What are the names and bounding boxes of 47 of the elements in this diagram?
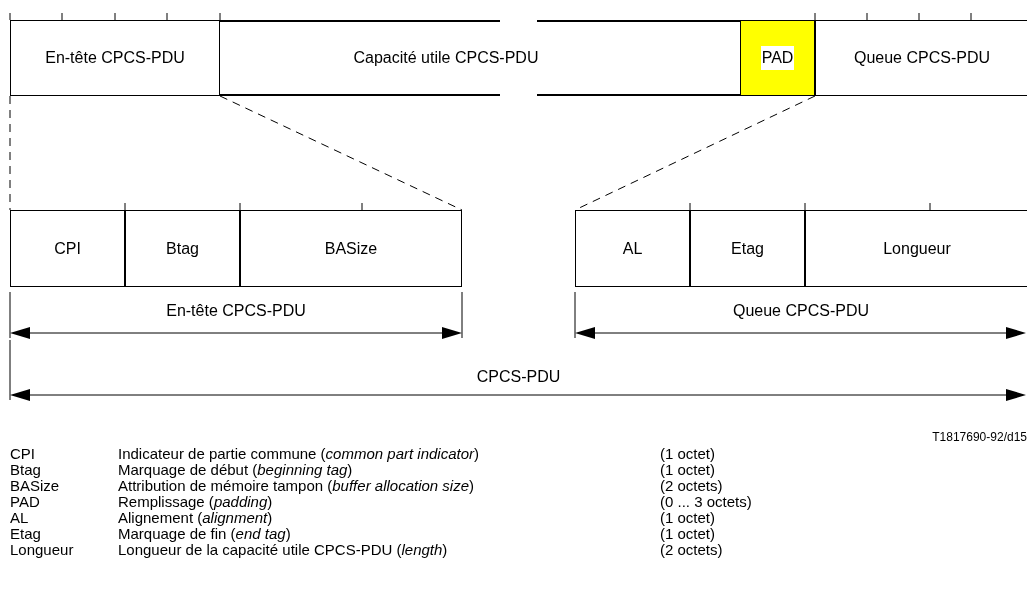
field-label: En-tête CPCS-PDU — [45, 48, 185, 68]
field-box — [10, 20, 220, 96]
abbreviation: CPI — [10, 446, 36, 462]
field-label: Queue CPCS-PDU — [853, 48, 990, 68]
definition: Attribution de mémoire tampon (buffer allocation size) — [118, 478, 475, 494]
field-label: BASize — [324, 238, 378, 259]
abbreviation: AL — [10, 510, 30, 526]
abbreviation: Etag — [10, 526, 42, 542]
size: (2 octets) — [660, 542, 724, 558]
field-label: Longueur — [883, 238, 951, 259]
field-label: Capacité utile CPCS-PDU — [353, 48, 539, 68]
size: (1 octet) — [660, 510, 716, 526]
size: (0 ... 3 octets) — [660, 494, 752, 510]
field-box — [805, 210, 1027, 287]
dimension-label: Queue CPCS-PDU — [731, 301, 870, 321]
zoom-line — [9, 95, 11, 211]
dimension-label: En-tête CPCS-PDU — [165, 301, 307, 321]
size: (1 octet) — [660, 446, 717, 462]
definition: Longueur de la capacité utile CPCS-PDU (length) — [118, 542, 449, 558]
abbreviation: Btag — [10, 462, 42, 478]
size: (2 octets) — [660, 478, 724, 494]
field-box — [815, 20, 1027, 96]
field-label: AL — [622, 238, 643, 259]
definition: Alignement (alignment) — [118, 510, 274, 526]
size: (1 octet) — [660, 526, 717, 542]
field-box — [575, 210, 690, 287]
field-box — [240, 210, 462, 287]
dimension-label: CPCS-PDU — [475, 367, 562, 387]
definition: Marquage de début (beginning tag) — [118, 462, 354, 478]
field-box — [690, 210, 805, 287]
field-label: Btag — [166, 238, 199, 259]
field-box — [125, 210, 240, 287]
field-label: Etag — [731, 238, 764, 259]
abbreviation: BASize — [10, 478, 61, 494]
definition: Indicateur de partie commune (common part indicator) — [118, 446, 480, 462]
zoom-line — [219, 95, 463, 211]
definition: Marquage de fin (end tag) — [118, 526, 292, 542]
abbreviation: PAD — [10, 494, 41, 510]
field-box — [220, 20, 740, 96]
figure-reference: T1817690-92/d15 — [932, 429, 1027, 446]
padding-field — [740, 20, 815, 96]
size: (1 octet) — [660, 462, 717, 478]
field-label: PAD — [760, 46, 795, 70]
definition: Remplissage (padding) — [118, 494, 273, 510]
field-box — [10, 210, 125, 287]
field-label: CPI — [54, 238, 81, 259]
abbreviation: Longueur — [10, 542, 75, 558]
